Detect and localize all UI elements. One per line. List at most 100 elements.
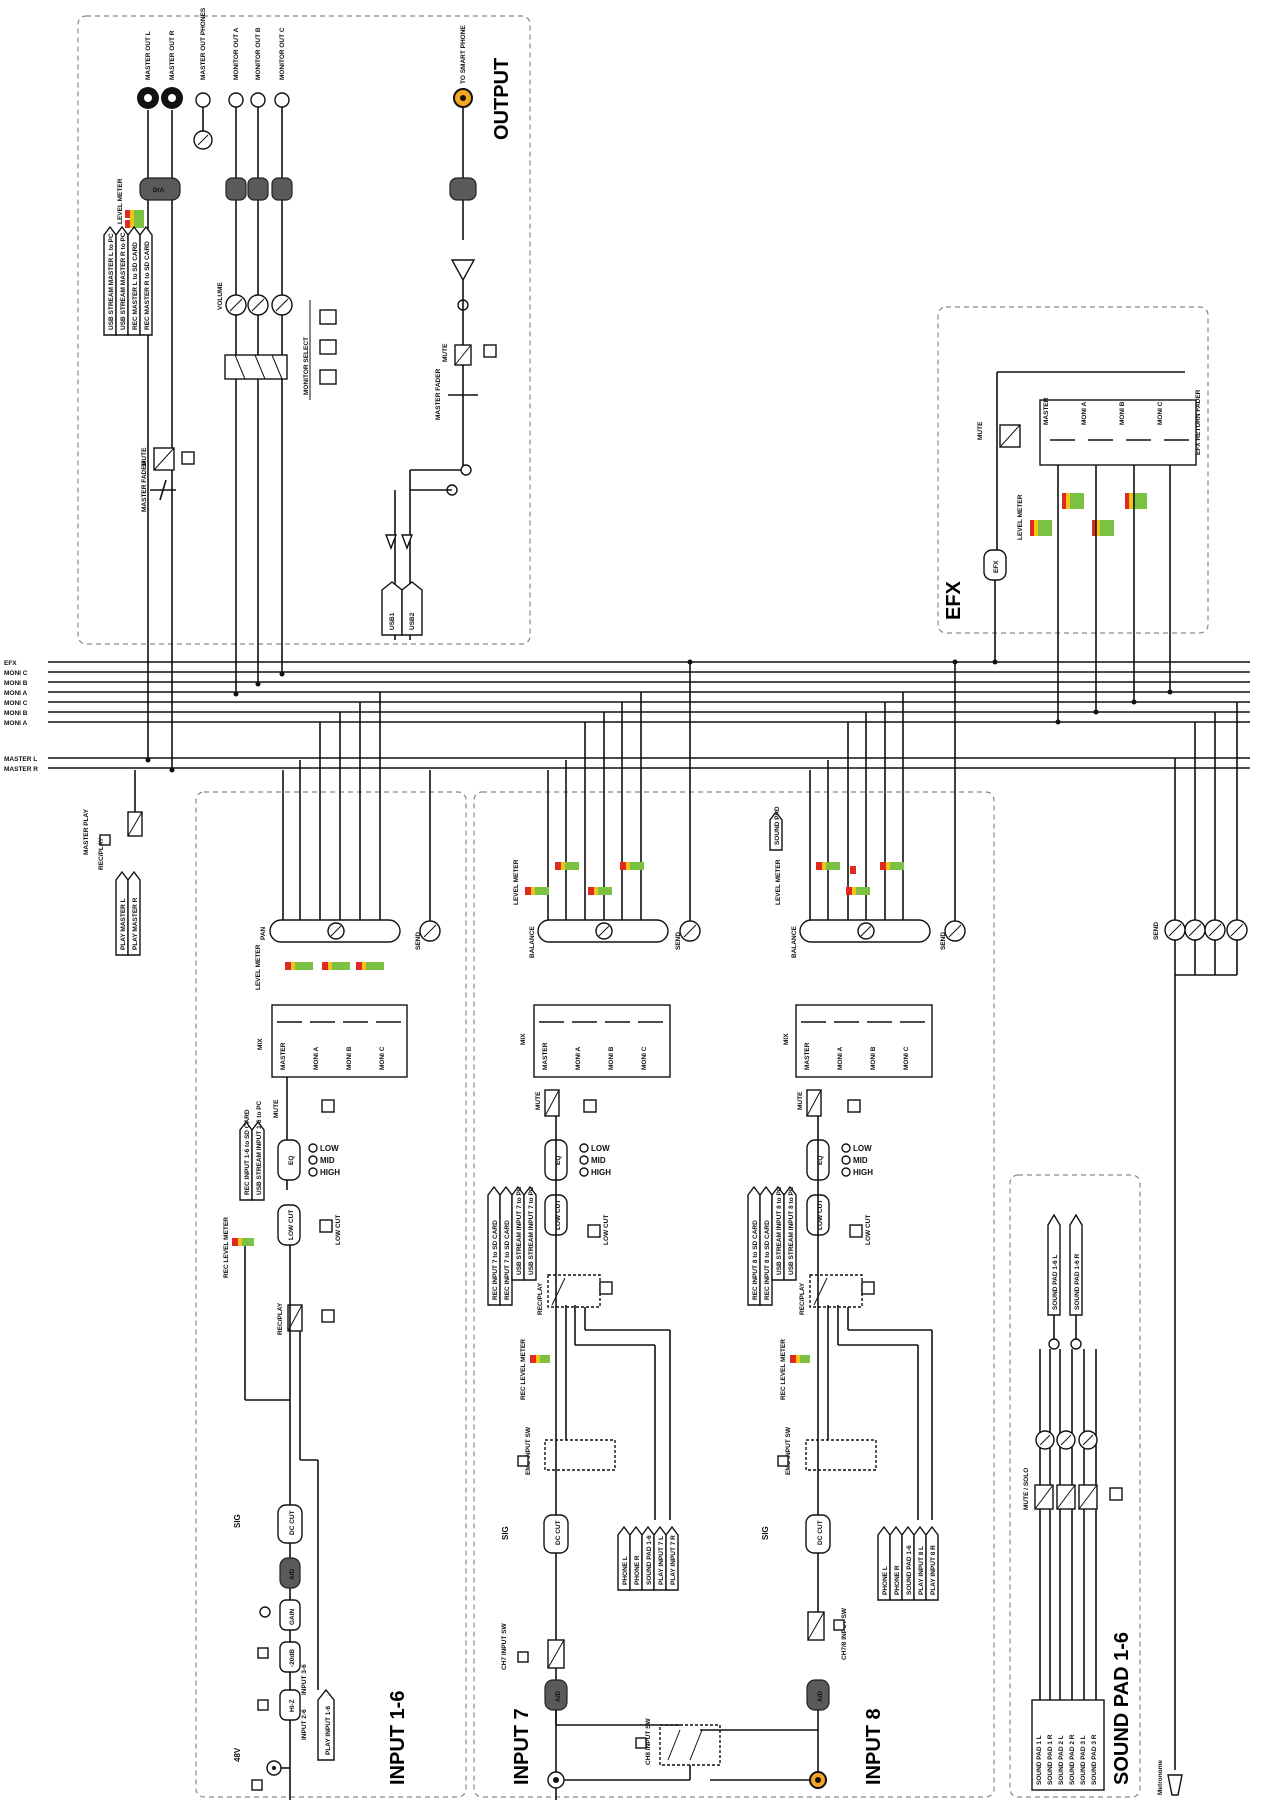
label-input7-balance: BALANCE bbox=[529, 926, 536, 958]
input8-level-meters bbox=[816, 862, 904, 895]
bus-labels: EFX MONI C MONI B MONI A MONI C MONI B M… bbox=[4, 660, 38, 773]
label-input7-mix: MIX bbox=[520, 1033, 527, 1045]
label-master-rec-play: REC/PLAY bbox=[98, 837, 105, 870]
label-input16-send: SEND bbox=[415, 932, 422, 950]
input7-rec-arrow-3: USB STREAM INPUT 7 to PC bbox=[516, 1186, 523, 1275]
label-smart-phone-mute: MUTE bbox=[442, 343, 449, 362]
input7-rec-arrow-1: REC INPUT 7 to SD CARD bbox=[492, 1220, 499, 1300]
svg-text:DC CUT: DC CUT bbox=[817, 1520, 824, 1545]
input16-section bbox=[195, 791, 467, 1798]
usb-arrow-1: USB STREAM MASTER L to PC bbox=[108, 233, 115, 330]
svg-text:LOW CUT: LOW CUT bbox=[555, 1200, 562, 1230]
efx-level-meters bbox=[1030, 493, 1147, 536]
input16-gain bbox=[279, 1599, 301, 1631]
soundpad-out-r: SOUND PAD 1-6 R bbox=[1074, 1253, 1081, 1310]
input16-play-arrow: PLAY INPUT 1-6 bbox=[325, 1705, 332, 1755]
svg-text:DC CUT: DC CUT bbox=[555, 1520, 562, 1545]
input16-eq-mid: MID bbox=[320, 1156, 335, 1165]
input8-mute-button bbox=[847, 1099, 861, 1113]
label-level-meter: LEVEL METER bbox=[117, 178, 124, 224]
usb2-arrow bbox=[401, 581, 423, 636]
input7-fader-moni-a: MONI A bbox=[575, 1046, 582, 1070]
input8-src-1: PHONE L bbox=[882, 1566, 889, 1595]
label-usb1: USB1 bbox=[389, 612, 396, 630]
label-input7-low-cut: LOW CUT bbox=[603, 1215, 610, 1245]
usb-arrow-3: REC MASTER L to SD CARD bbox=[132, 242, 139, 330]
input16-rec-arrow-2: USB STREAM INPUT 1-6 to PC bbox=[256, 1100, 263, 1195]
input16-low-cut bbox=[277, 1204, 301, 1246]
bus-label-moni-b: MONI B bbox=[4, 680, 28, 687]
input7-src-5: PLAY INPUT 7 R bbox=[670, 1535, 677, 1585]
bus-label-master-l: MASTER L bbox=[4, 756, 37, 763]
label-monitor-out-a: MONITOR OUT A bbox=[233, 27, 240, 80]
soundpad-section bbox=[1009, 1174, 1141, 1798]
label-input7-send: SEND bbox=[675, 932, 682, 950]
input7-mute-button bbox=[583, 1099, 597, 1113]
svg-text:HI-Z: HI-Z bbox=[289, 1699, 296, 1712]
input8-src-5: PLAY INPUT 8 R bbox=[930, 1545, 937, 1595]
label-input16-mix: MIX bbox=[257, 1038, 264, 1050]
smart-phone-amp bbox=[450, 259, 476, 282]
monitor-select-btn-3 bbox=[319, 369, 337, 385]
svg-text:A/D: A/D bbox=[817, 1691, 824, 1703]
label-input7-mute: MUTE bbox=[535, 1091, 542, 1110]
input7-eq-high: HIGH bbox=[591, 1168, 611, 1177]
input8-src-2: PHONE R bbox=[894, 1565, 901, 1595]
soundpad-mute-button bbox=[1109, 1487, 1123, 1501]
soundpad-title: SOUND PAD 1-6 bbox=[1111, 1632, 1133, 1785]
monitor-out-c-jack bbox=[274, 92, 290, 108]
input8-dc-cut bbox=[805, 1514, 831, 1554]
label-input8-stereo-sw: CH7/8 INPUT SW bbox=[841, 1607, 848, 1660]
input8-fader-moni-a: MONI A bbox=[837, 1046, 844, 1070]
svg-text:A/D: A/D bbox=[289, 1569, 296, 1581]
send-knobs: SEND bbox=[1153, 702, 1248, 1770]
label-input8-rec-level: REC LEVEL METER bbox=[780, 1339, 787, 1400]
input78-section bbox=[473, 791, 995, 1798]
da-moni-a bbox=[225, 177, 247, 201]
buses bbox=[48, 661, 1250, 769]
svg-text:LOW CUT: LOW CUT bbox=[288, 1210, 295, 1240]
label-input8-emu: EMU INPUT SW bbox=[785, 1426, 792, 1475]
input7-rec-arrow-2: REC INPUT 7 to SD CARD bbox=[504, 1220, 511, 1300]
usb-stream-arrows bbox=[103, 225, 153, 336]
label-efx-mute: MUTE bbox=[977, 421, 984, 440]
input8-fader-moni-b: MONI B bbox=[870, 1046, 877, 1070]
svg-text:EQ: EQ bbox=[817, 1156, 824, 1165]
ch78-input-switch bbox=[659, 1724, 721, 1766]
input7-dc-cut bbox=[543, 1514, 569, 1554]
label-input8-balance: BALANCE bbox=[791, 926, 798, 958]
output-mute-button bbox=[181, 451, 195, 465]
label-master-fader: MASTER FADER bbox=[141, 460, 148, 512]
input7-level-meters bbox=[525, 862, 644, 895]
efx-return-fader: EFX RETURN FADER bbox=[1195, 389, 1202, 455]
input8-top-arrow bbox=[769, 810, 783, 851]
input16-fader-moni-b: MONI B bbox=[346, 1046, 353, 1070]
output-content: MASTER OUT L MASTER OUT R MASTER OUT PHO… bbox=[103, 7, 497, 770]
input16-sig: SIG bbox=[233, 1514, 242, 1528]
label-volume: VOLUME bbox=[217, 282, 224, 310]
input16-level-meters bbox=[285, 962, 384, 970]
input7-rec-arrow-4: USB STREAM INPUT 7 to PC bbox=[528, 1186, 535, 1275]
svg-text:EFX: EFX bbox=[993, 560, 1000, 573]
efx-section bbox=[937, 306, 1209, 634]
input16-hiz bbox=[279, 1689, 301, 1721]
input7-fader-master: MASTER bbox=[542, 1042, 549, 1070]
label-input16-rec-play: REC/PLAY bbox=[277, 1302, 284, 1335]
input8-rec-arrow-1: REC INPUT 8 to SD CARD bbox=[752, 1220, 759, 1300]
label-master-play: MASTER PLAY bbox=[83, 808, 90, 855]
master-play-button bbox=[99, 834, 111, 846]
label-input16-pan: PAN bbox=[260, 926, 267, 940]
label-input16-rec-level: REC LEVEL METER bbox=[223, 1217, 230, 1278]
monitor-select-btn-1 bbox=[319, 309, 337, 325]
input16-low-cut-button bbox=[319, 1219, 333, 1233]
label-smart-phone-fader: MASTER FADER bbox=[435, 368, 442, 420]
label-monitor-select: MONITOR SELECT bbox=[303, 337, 310, 395]
soundpad-in-6: SOUND PAD 3 R bbox=[1091, 1734, 1098, 1785]
label-efx-level-meter: LEVEL METER bbox=[1017, 494, 1024, 540]
svg-text:LOW CUT: LOW CUT bbox=[817, 1200, 824, 1230]
label-input7-emu: EMU INPUT SW bbox=[525, 1426, 532, 1475]
play-master-r: PLAY MASTER R bbox=[132, 897, 139, 950]
input8-fader-master: MASTER bbox=[804, 1042, 811, 1070]
input7-rec-play-button bbox=[599, 1281, 613, 1295]
usb-arrow-2: USB STREAM MASTER R to PC bbox=[120, 232, 127, 330]
